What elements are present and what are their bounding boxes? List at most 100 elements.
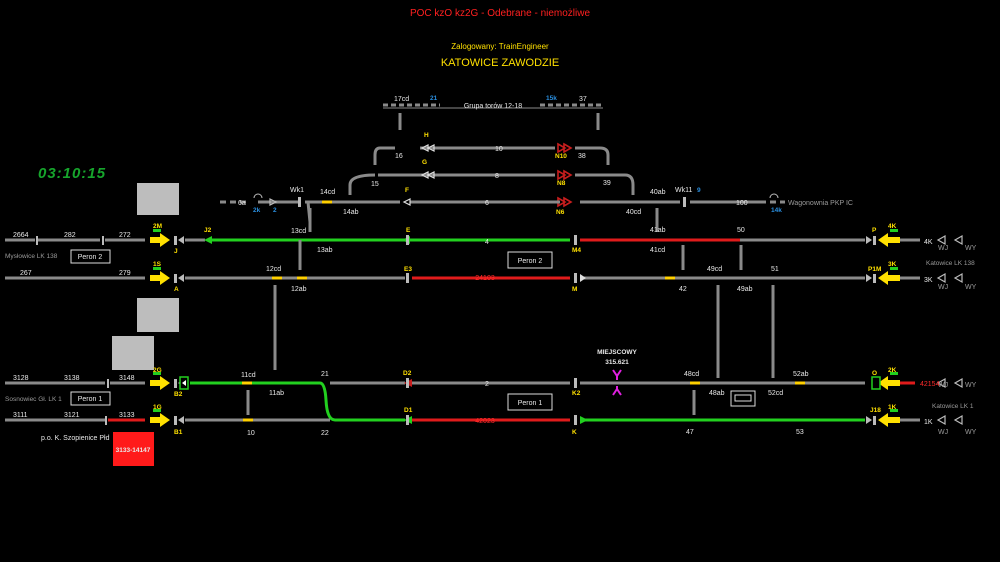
grey-panel-lower[interactable] [112, 336, 154, 370]
signal-P: P [872, 227, 877, 234]
signal-1S: 1S [153, 261, 162, 268]
track-label-4K: 4K [924, 239, 933, 246]
track-label-WJ: WJ [938, 284, 948, 291]
line-sosnowiec: Sosnowiec Gł. LK 1 [5, 396, 62, 403]
track-label-WJ: WJ [938, 245, 948, 252]
group-12-18 [348, 103, 635, 195]
signal-J2: J2 [204, 227, 212, 234]
signal-4K: 4K [888, 223, 897, 230]
track-label-13cd: 13cd [291, 228, 306, 235]
track-label-14ab: 14ab [343, 209, 359, 216]
track-label-49cd: 49cd [707, 266, 722, 273]
track-label-16: 16 [395, 153, 403, 160]
station-title: KATOWICE ZAWODZIE [440, 57, 560, 69]
signal-K2: K2 [572, 390, 581, 397]
track-label-6: 6 [485, 200, 489, 207]
signal-1K: 1K [888, 404, 897, 411]
track-2 [5, 379, 915, 422]
track-label-52ab: 52ab [793, 371, 809, 378]
track-6 [220, 200, 785, 223]
section-42023: 42023 [475, 418, 495, 425]
crossovers [246, 208, 775, 415]
section-24103: 24103 [475, 275, 495, 282]
local-control-label: MIEJSCOWY [597, 349, 637, 356]
track-label-3121: 3121 [64, 412, 80, 419]
signal-H: H [424, 132, 429, 139]
blue-indicator-9: 9 [697, 187, 701, 194]
track-label-WY: WY [965, 382, 977, 389]
signal-J18: J18 [870, 407, 881, 414]
track-label-Wk1: Wk1 [290, 187, 304, 194]
signal-M: M [572, 286, 577, 293]
blue-indicator-2: 2 [273, 207, 277, 214]
track-label-11ab: 11ab [269, 390, 284, 397]
signal-3K: 3K [888, 261, 897, 268]
track-label-48ab: 48ab [709, 390, 725, 397]
logged-in-user: Zalogowany: TrainEngineer [451, 42, 549, 51]
exit-arrows [269, 198, 963, 426]
platform-peron1-center: Peron 1 [518, 400, 543, 407]
track-label-279: 279 [119, 270, 131, 277]
track-label-53: 53 [796, 429, 804, 436]
track-main-upper [5, 274, 920, 282]
track-label-Wk11: Wk11 [675, 187, 692, 194]
track-label-3133: 3133 [119, 412, 135, 419]
track-label-52cd: 52cd [768, 390, 783, 397]
track-label-37: 37 [579, 96, 587, 103]
signal-B2: B2 [174, 391, 183, 398]
track-label-21: 21 [321, 371, 329, 378]
signal-B1: B1 [174, 429, 183, 436]
signal-E3: E3 [404, 266, 412, 273]
track-label-3128: 3128 [13, 375, 29, 382]
red-alert-box[interactable] [113, 432, 154, 466]
track-label-13ab: 13ab [317, 247, 333, 254]
signal-E: E [406, 227, 411, 234]
signal-N6: N6 [556, 209, 565, 216]
track-label-3K: 3K [924, 277, 933, 284]
track-label-40ab: 40ab [650, 189, 666, 196]
line-katowice-138: Katowice LK 138 [926, 260, 975, 267]
track-label-17cd: 17cd [394, 96, 409, 103]
signal-K: K [572, 429, 577, 436]
track-label-WY: WY [965, 429, 977, 436]
signal-M4: M4 [572, 247, 581, 254]
group-label: Grupa torów 12-18 [464, 103, 522, 110]
track-label-3111: 3111 [13, 412, 28, 419]
track-label-3138: 3138 [64, 375, 80, 382]
red-box-label: 3133-14147 [116, 447, 151, 454]
track-label-40cd: 40cd [626, 209, 641, 216]
signal-2M: 2M [153, 223, 162, 230]
track-label-10: 10 [495, 146, 503, 153]
track-label-49ab: 49ab [737, 286, 753, 293]
track-label-12ab: 12ab [291, 286, 307, 293]
signal-P1M: P1M [868, 266, 881, 273]
platform-peron2-left: Peron 2 [78, 254, 103, 261]
track-label-2664: 2664 [13, 232, 29, 239]
track-4 [5, 236, 920, 244]
grey-panel-top[interactable] [137, 183, 179, 215]
track-label-100: 100 [736, 200, 748, 207]
track-label-267: 267 [20, 270, 32, 277]
platforms [70, 249, 756, 411]
grey-panel-middle[interactable] [137, 298, 179, 332]
signal-posts [36, 197, 876, 425]
signal-G: G [422, 159, 427, 166]
section-42154: 42154 [920, 381, 940, 388]
track-label-10: 10 [247, 430, 255, 437]
track-label-15: 15 [371, 181, 379, 188]
local-control-value: 315.621 [605, 359, 629, 366]
track-label-6a: 6a [238, 200, 246, 207]
blue-indicator-14k: 14k [771, 207, 782, 214]
track-label-WY: WY [965, 284, 977, 291]
track-label-WJ: WJ [938, 429, 948, 436]
group-arrows [420, 142, 573, 208]
line-myslowice: Mysłowice LK 138 [5, 253, 58, 260]
po-label: p.o. K. Szopienice Płd [41, 435, 110, 442]
track-label-1K: 1K [924, 419, 933, 426]
platform-peron1-left: Peron 1 [78, 396, 103, 403]
signal-F: F [405, 187, 409, 194]
blue-indicator-15k: 15k [546, 95, 557, 102]
track-label-51: 51 [771, 266, 779, 273]
track-label-22: 22 [321, 430, 329, 437]
